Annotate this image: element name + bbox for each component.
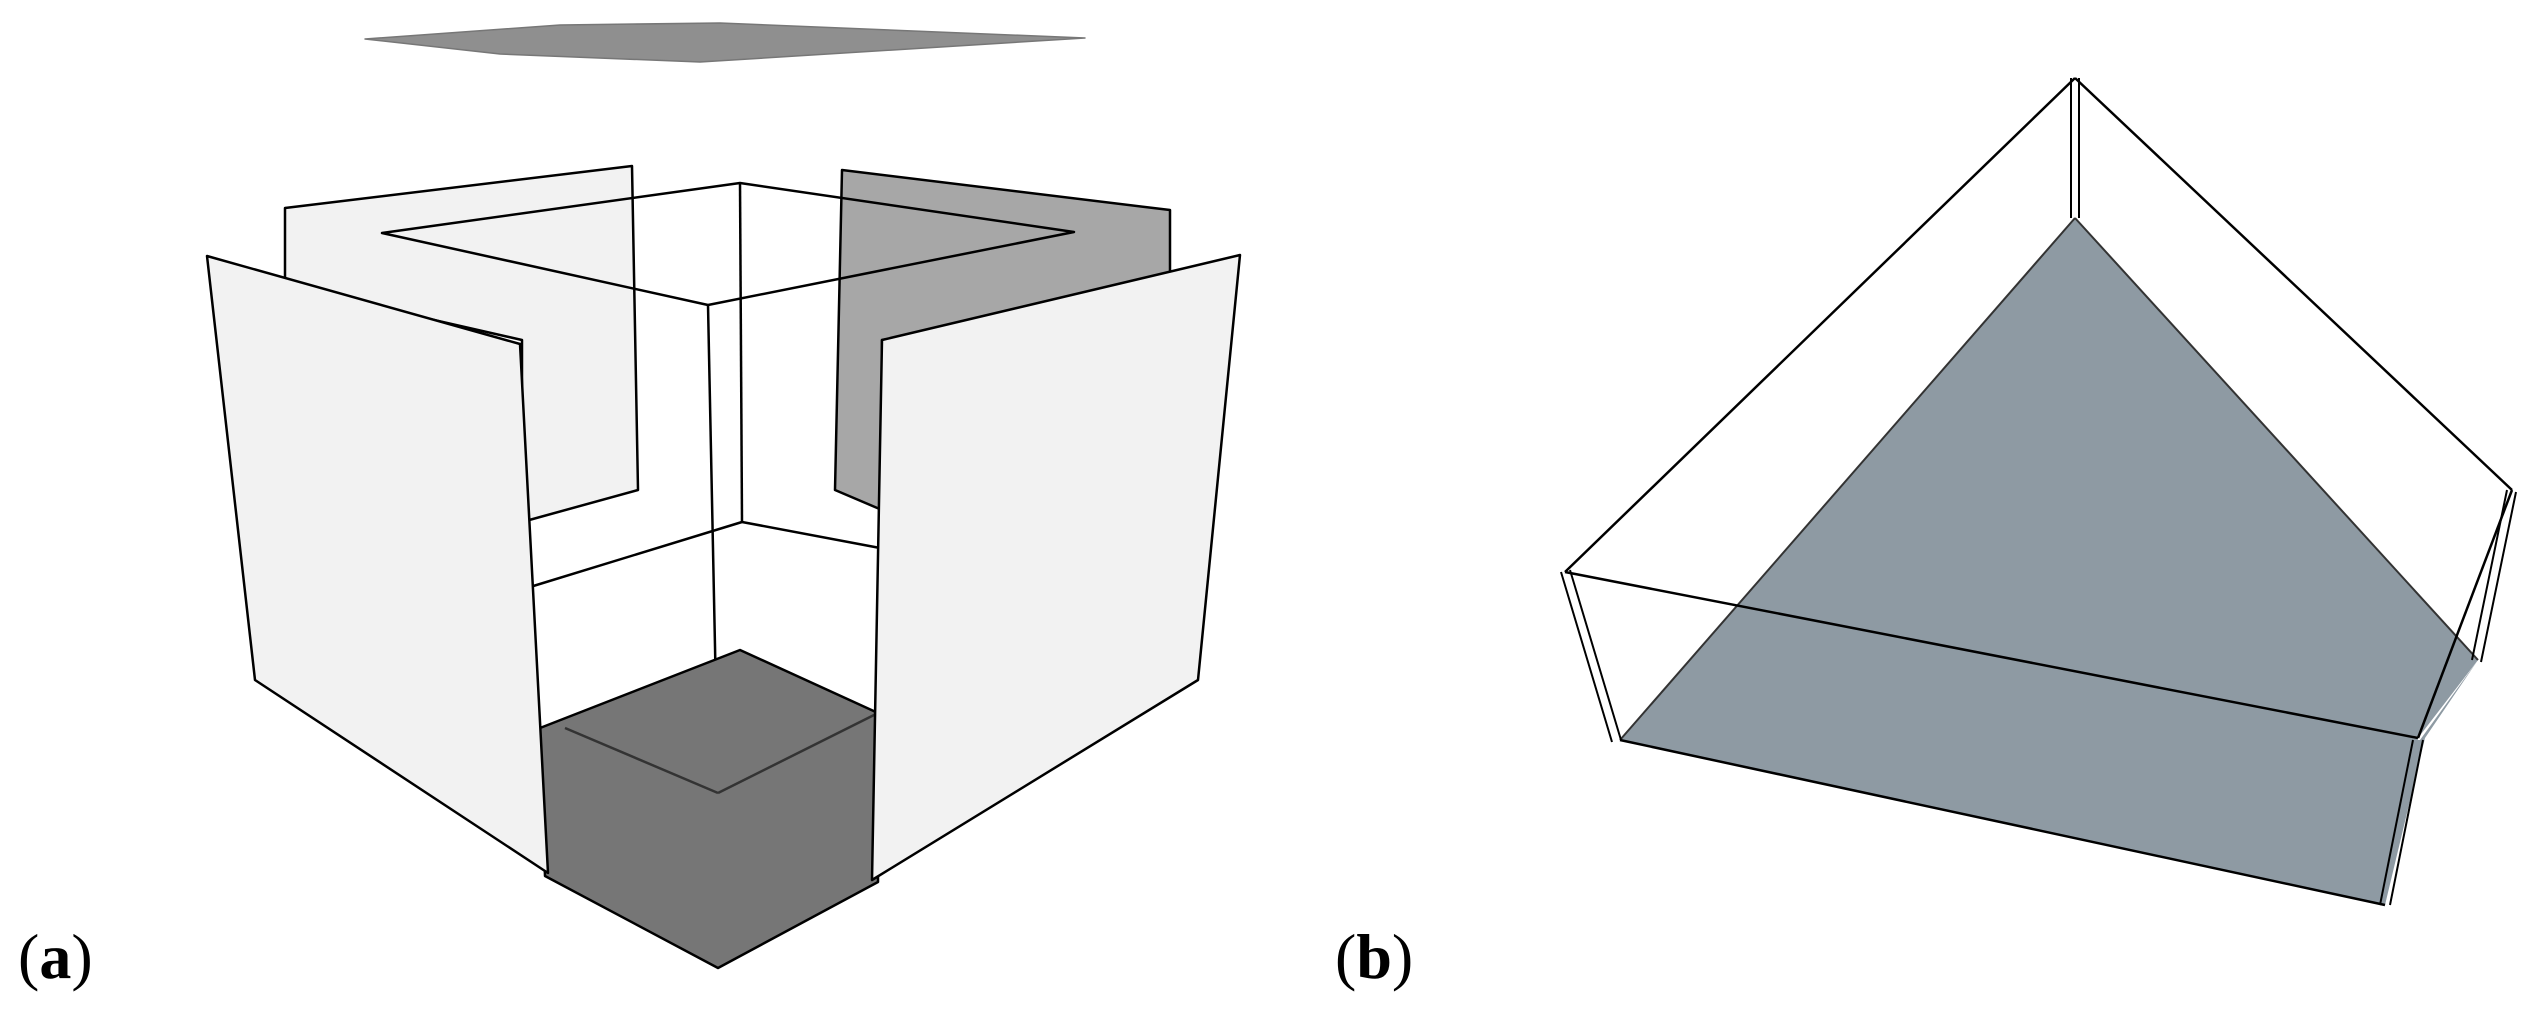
- top-panel: [364, 22, 1086, 63]
- inner-top-square: [380, 181, 1076, 307]
- front-left-wall: [205, 254, 550, 875]
- inner-right-horizontal: [741, 520, 881, 550]
- plane-edge-left: [1619, 217, 2076, 741]
- panel-label-a: (a): [18, 921, 93, 992]
- slope-plane-lower: [1620, 660, 2478, 905]
- panel-a-exploded-cube: [205, 22, 1242, 970]
- panel-label-b: (b): [1335, 921, 1413, 992]
- post-right: [2471, 489, 2517, 663]
- panel-b-sloped-plane: [1560, 77, 2517, 907]
- floor-inner-line-right: [717, 711, 879, 795]
- wire-mid-right: [2416, 489, 2514, 739]
- inner-back-vertical: [738, 182, 744, 523]
- plane-edge-bottom: [1619, 738, 2386, 907]
- inner-left-horizontal: [529, 520, 743, 589]
- slope-plane: [1620, 218, 2478, 905]
- floor-panel: [538, 648, 880, 970]
- plane-edge-right: [2074, 217, 2479, 661]
- front-right-wall: [870, 253, 1242, 882]
- post-front: [2379, 739, 2424, 906]
- post-top: [2070, 78, 2080, 218]
- wire-mid-left: [1564, 570, 2419, 740]
- wire-top-left: [1564, 77, 2076, 573]
- floor-inner-line-left: [564, 726, 719, 795]
- post-left: [1560, 569, 1622, 743]
- wire-top-right: [2074, 77, 2513, 491]
